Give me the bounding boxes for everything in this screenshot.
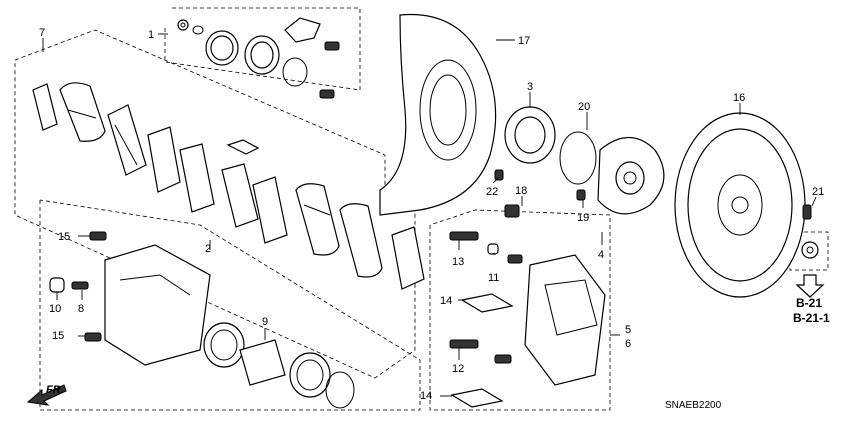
callout-4: 4 (598, 249, 604, 261)
callout-1: 1 (148, 29, 154, 41)
callout-14b: 14 (420, 390, 432, 402)
seal-kit-parts (177, 17, 340, 99)
callout-5: 5 (625, 324, 631, 336)
bleeder-8 (71, 281, 89, 290)
callout-8: 8 (78, 303, 84, 315)
reference-labels: B-21 B-21-1 (793, 296, 830, 325)
hub-parts (494, 106, 665, 215)
brake-disc (674, 112, 819, 298)
bolt-15a (89, 231, 107, 241)
ref-b21: B-21 (796, 296, 822, 310)
callout-7: 7 (39, 27, 45, 39)
pin-13 (449, 231, 479, 241)
box-bracket (429, 209, 611, 411)
ref-b21-1: B-21-1 (793, 311, 830, 325)
callout-12: 12 (452, 363, 464, 375)
callout-18: 18 (515, 185, 527, 197)
dust-shield (379, 13, 497, 216)
cap-10 (49, 277, 65, 293)
pin-12 (449, 339, 479, 349)
fr-label: FR. (46, 384, 64, 396)
bolt-15b (84, 332, 102, 342)
callout-15b: 15 (52, 330, 64, 342)
callout-11: 11 (488, 272, 499, 284)
brake-pads (32, 82, 425, 290)
reference-arrow (795, 274, 825, 298)
callout-15a: 15 (58, 231, 70, 243)
callout-9: 9 (262, 316, 268, 328)
clip-14a (460, 293, 514, 313)
fr-arrow-icon (26, 384, 67, 406)
callout-21: 21 (812, 186, 824, 198)
bolt-19 (576, 189, 586, 201)
callout-20: 20 (578, 101, 590, 113)
callout-6: 6 (625, 338, 631, 350)
callout-22: 22 (486, 186, 498, 198)
caliper (49, 231, 355, 409)
bolt-21 (802, 204, 812, 220)
callout-labels: 1 2 3 4 5 6 7 8 9 10 11 12 13 14 14 15 1… (39, 27, 824, 402)
callout-17: 17 (518, 35, 530, 47)
callout-16: 16 (733, 92, 745, 104)
diagram-code: SNAEB2200 (665, 400, 722, 411)
callout-3: 3 (527, 81, 533, 93)
callout-10: 10 (49, 303, 61, 315)
box-seal-kit (164, 7, 361, 91)
bolt-22 (494, 169, 504, 181)
callout-14a: 14 (440, 295, 452, 307)
clip-14b (450, 388, 504, 408)
callout-13: 13 (452, 256, 464, 268)
callout-19: 19 (577, 212, 589, 224)
bolt-18 (504, 204, 520, 218)
callout-2: 2 (205, 243, 211, 255)
boot-11 (487, 243, 499, 255)
leader-lines (42, 33, 817, 397)
caliper-bracket (449, 204, 606, 408)
box-caliper (39, 199, 421, 411)
